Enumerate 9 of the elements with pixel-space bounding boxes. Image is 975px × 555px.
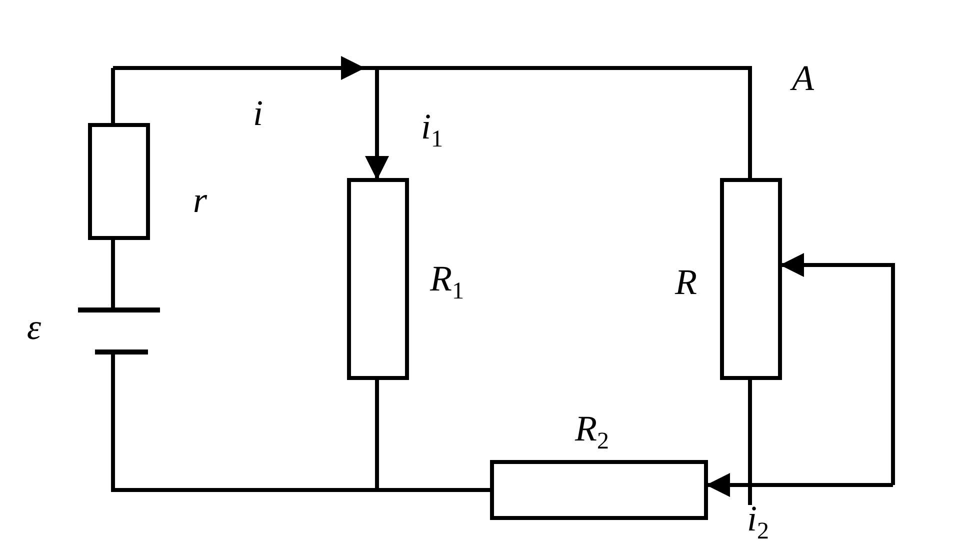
resistor-label: r — [193, 182, 207, 218]
current-label: i$_{2}$ — [747, 500, 769, 544]
current-label: i — [253, 95, 263, 131]
emf-label: ε — [26, 309, 42, 345]
resistor-label: R — [675, 264, 697, 300]
resistor-label: R$_{2}$ — [575, 410, 609, 454]
current-label: i$_{1}$ — [421, 108, 443, 152]
resistor-label: R$_{1}$ — [430, 260, 464, 304]
node-label: A — [792, 60, 814, 96]
